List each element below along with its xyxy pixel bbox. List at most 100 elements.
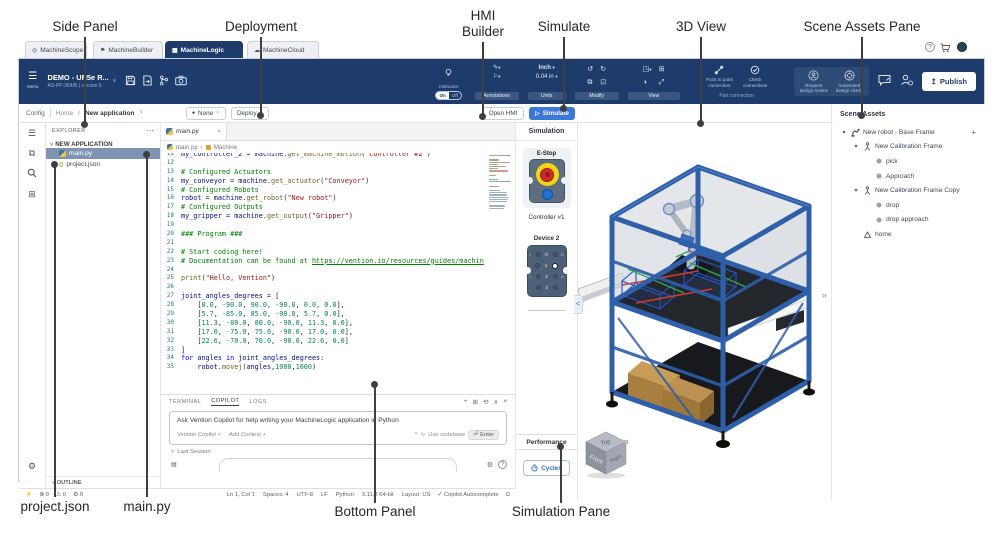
help-icon[interactable]: ? (498, 460, 507, 469)
minimap[interactable] (489, 155, 513, 210)
sidebar-menu-icon[interactable]: ☰ (27, 128, 37, 138)
avatar[interactable] (957, 42, 967, 52)
help-icon[interactable]: ? (925, 42, 935, 52)
branch-icon[interactable] (159, 73, 169, 91)
tab-machinescope[interactable]: ◎ MachineScope (25, 41, 87, 58)
history-icon[interactable]: ⟲ (482, 399, 489, 406)
feedback-chat-icon[interactable] (878, 73, 891, 91)
use-codebase-label[interactable]: Use codebase (428, 432, 466, 438)
copilot-model-select[interactable]: Vention Copilot ˅ (177, 432, 222, 438)
code-line-28[interactable]: 28 [0.0, -90.0, 90.0, -90.0, 0.0, 0.0], (166, 301, 345, 310)
io-pin[interactable] (552, 274, 558, 279)
code-line-13[interactable]: 13# Configured Actuators (166, 167, 272, 176)
3d-viewport[interactable]: Top Front Right (578, 123, 831, 501)
camera-icon[interactable] (175, 73, 187, 91)
scene-tree-item-home[interactable]: home (832, 227, 985, 242)
breadcrumb-config[interactable]: Config (26, 109, 45, 117)
estop-button[interactable] (540, 167, 554, 182)
editor-tab-main-py[interactable]: main.py × (161, 123, 227, 140)
publish-button[interactable]: ↥ Publish (921, 72, 976, 91)
code-line-12[interactable]: 12 (166, 158, 174, 166)
tree-caret-icon[interactable]: ▾ (854, 188, 858, 195)
status-item[interactable]: Python (335, 492, 354, 498)
point-to-point-button[interactable]: Point to point connection (706, 65, 733, 88)
check-connections-button[interactable]: Check connections (743, 65, 767, 88)
remote-icon[interactable]: ⚡ (25, 492, 33, 498)
code-line-29[interactable]: 29 [5.7, -85.0, 85.0, -90.0, 5.7, 0.0], (166, 310, 345, 319)
scene-tree-item-drop-approach[interactable]: drop approach (832, 213, 985, 228)
annotate-pencil-icon[interactable]: ✎▾ (493, 64, 501, 71)
view-cube-icon[interactable]: ◳▾ (642, 65, 652, 73)
status-item[interactable]: UTF-8 (296, 492, 314, 498)
units-primary[interactable]: Inch ▾ (538, 64, 555, 71)
add-asset-button[interactable]: + (971, 127, 976, 137)
shading-icon[interactable]: ◑ (642, 79, 648, 87)
group-icon[interactable]: ⊡ (600, 79, 607, 87)
search-icon[interactable] (27, 168, 37, 180)
file-item-main-py[interactable]: main.py (46, 148, 160, 159)
errors-indicator[interactable]: ⊗ 0 (39, 492, 49, 498)
io-pin[interactable] (535, 285, 541, 290)
code-line-24[interactable]: 24 (166, 265, 174, 273)
close-panel-icon[interactable]: × (503, 398, 507, 405)
instructor-switch[interactable]: On Off (435, 90, 462, 100)
status-item[interactable]: LF (321, 492, 328, 498)
share-user-icon[interactable] (900, 73, 913, 91)
zoom-fit-icon[interactable]: ⤢ (658, 79, 665, 87)
cart-icon[interactable] (940, 43, 951, 55)
code-line-32[interactable]: 32 [22.6, -70.0, 70.0, -90.0, 22.6, 0.0] (166, 336, 349, 345)
settings-gear-icon[interactable]: ⚙ (27, 461, 37, 471)
code-line-35[interactable]: 35 robot.movej(angles,1000,1000) (166, 363, 317, 372)
project-title-block[interactable]: DEMO - UR5e R... AS-PP-364/B | version 6 (48, 73, 109, 90)
io-pin-active[interactable] (552, 262, 558, 269)
tab-machinelogic[interactable]: ▦ MachineLogic (165, 41, 243, 58)
keyboard-icon[interactable]: ▤ (171, 462, 177, 468)
request-design-review-button[interactable]: Request design review (800, 70, 828, 94)
outline-section[interactable]: › OUTLINE (46, 476, 160, 488)
automated-design-check-button[interactable]: Automated design check (836, 70, 863, 94)
code-line-30[interactable]: 30 [11.3, -80.0, 80.0, -90.0, 11.3, 0.0]… (166, 318, 353, 327)
hierarchy-icon[interactable]: ⊞ (658, 65, 665, 73)
ports-indicator[interactable]: ⚙ 0 (73, 492, 84, 498)
warnings-indicator[interactable]: ⚠ 0 (55, 492, 66, 498)
chevron-down-icon[interactable]: ˅ (112, 78, 117, 85)
io-pin[interactable] (535, 274, 541, 279)
io-pin[interactable] (552, 285, 558, 290)
tree-caret-icon[interactable]: ▾ (854, 144, 858, 151)
scene-tree-item-pick[interactable]: pick (832, 154, 985, 169)
status-item[interactable]: 3.11.2 64-bit (361, 492, 394, 498)
scene-tree-item-new-calibration-frame[interactable]: ▾New Calibration Frame (832, 140, 985, 155)
redo-icon[interactable]: ↻ (600, 65, 607, 73)
code-line-17[interactable]: 17# Configured Outputs (166, 203, 263, 212)
simulate-button[interactable]: ▷ Simulate (529, 106, 575, 120)
collapsed-input[interactable] (219, 458, 457, 472)
notifications-bell-icon[interactable]: Ω (505, 492, 510, 498)
files-icon[interactable]: ⧉ (28, 148, 36, 158)
annotate-tag-icon[interactable]: ⚐▾ (492, 73, 501, 80)
code-line-20[interactable]: 20### Program ### (166, 230, 243, 239)
chevron-down-icon[interactable]: ˅ (139, 110, 143, 116)
code-line-23[interactable]: 23# Documentation can be found at https:… (166, 256, 484, 265)
collapse-scene-pane-handle[interactable]: » (822, 290, 828, 300)
scene-tree-item-approach[interactable]: Approach (832, 169, 985, 184)
extensions-icon[interactable]: ⊞ (28, 189, 36, 199)
collapse-simulation-pane-handle[interactable]: < (574, 295, 583, 314)
tab-machinecloud[interactable]: ☁ MachineCloud (247, 41, 319, 58)
performance-header[interactable]: Performance (516, 434, 577, 450)
deploy-target-select[interactable]: ● None ˅ (186, 106, 226, 120)
breadcrumb-home[interactable]: Home (55, 109, 74, 117)
more-actions-icon[interactable]: ⋯ (146, 128, 154, 135)
new-terminal-icon[interactable]: + (463, 398, 468, 405)
save-icon[interactable] (125, 73, 136, 91)
code-line-31[interactable]: 31 [17.0, -75.0, 75.0, -90.0, 17.0, 0.0]… (166, 327, 353, 336)
copilot-autocomplete-status[interactable]: ✓ Copilot Autocomplete (437, 492, 499, 498)
scene-tree-item-new-calibration-frame-copy[interactable]: ▾New Calibration Frame Copy (832, 183, 985, 198)
explorer-section-new-application[interactable]: ˅ NEW APPLICATION (46, 141, 160, 148)
status-item[interactable]: Ln 1, Col 1 (226, 492, 255, 498)
copilot-prompt-card[interactable]: Ask Vention Copilot for help writing you… (169, 411, 507, 445)
add-context-button[interactable]: Add Context + (229, 432, 266, 438)
